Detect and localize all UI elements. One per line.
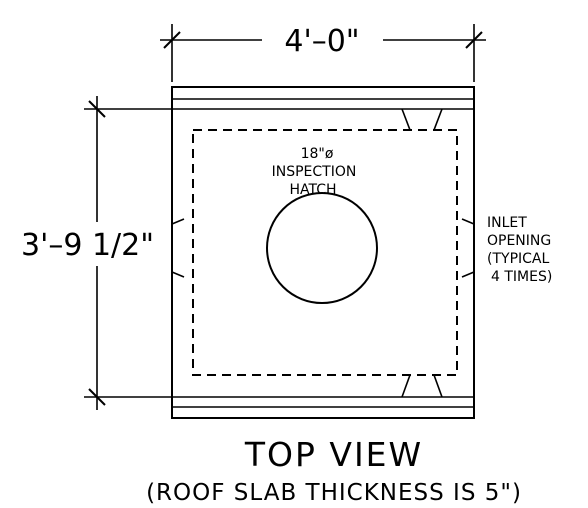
hatch-label: 18"ø INSPECTION HATCH	[272, 146, 357, 198]
inlet-label-line1: INLET	[487, 215, 527, 231]
height-dimension: 3'–9 1/2"	[21, 96, 172, 410]
width-tick-left	[163, 31, 181, 49]
height-dimension-label: 3'–9 1/2"	[21, 228, 154, 263]
inlet-tick-right-lower	[461, 271, 475, 278]
inlet-label-line2: OPENING	[487, 233, 551, 249]
inlet-tick-left-lower	[171, 271, 185, 278]
hatch-label-line3: HATCH	[289, 182, 336, 198]
inlet-ticks-left	[171, 218, 185, 278]
inlet-ticks-right	[461, 218, 475, 278]
inlet-label: INLET OPENING (TYPICAL 4 TIMES)	[487, 215, 552, 285]
drawing-subtitle: (ROOF SLAB THICKNESS IS 5")	[146, 480, 522, 506]
inlet-label-line4: 4 TIMES)	[491, 269, 552, 285]
drawing-title: TOP VIEW	[244, 435, 423, 474]
hatch-label-line2: INSPECTION	[272, 164, 357, 180]
outer-box	[171, 86, 475, 419]
width-tick-right	[465, 31, 483, 49]
inlet-label-line3: (TYPICAL	[487, 251, 549, 267]
top-notch-right-leg	[433, 108, 443, 131]
width-dimension-label: 4'–0"	[284, 24, 359, 59]
top-notch	[401, 108, 443, 131]
bottom-notch-left-leg	[401, 374, 411, 398]
roof-slab-outline	[171, 86, 475, 419]
width-dimension: 4'–0"	[160, 24, 486, 82]
inspection-hatch-circle	[266, 192, 378, 304]
bottom-notch	[401, 374, 443, 398]
top-notch-left-leg	[401, 108, 411, 131]
bottom-notch-right-leg	[433, 374, 443, 398]
inlet-tick-left-upper	[171, 218, 185, 225]
height-tick-top	[88, 100, 106, 118]
hatch-label-line1: 18"ø	[301, 146, 334, 162]
height-tick-bottom	[88, 388, 106, 406]
inlet-tick-right-upper	[461, 218, 475, 225]
